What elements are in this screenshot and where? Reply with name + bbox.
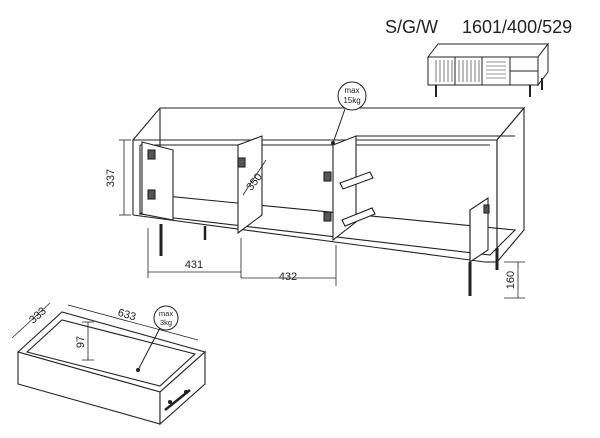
cabinet-load-label-2: 15kg: [343, 96, 360, 105]
cabinet-drawing: [131, 106, 526, 296]
cabinet-width-left-dim: 431: [185, 259, 203, 271]
drawer-dimension-lines: [11, 302, 199, 361]
cabinet-dimension-lines: [119, 139, 525, 299]
drawer-load-callout: max 3kg: [136, 305, 179, 372]
drawer-load-label-1: max: [159, 309, 173, 318]
cabinet-width-right-dim: 432: [279, 271, 297, 283]
thumbnail-cabinet: [426, 42, 550, 97]
drawer-depth-dim: 333: [27, 305, 49, 326]
drawer-load-label-2: 3kg: [160, 318, 172, 327]
drawer-drawing: [16, 311, 207, 426]
product-dimensions: 1601/400/529: [462, 17, 572, 37]
drawer-width-dim: 633: [116, 307, 137, 324]
leg-height-dim: 160: [505, 271, 517, 289]
cabinet-height-dim: 337: [105, 169, 117, 187]
cabinet-load-label-1: max: [344, 86, 359, 95]
cabinet-load-callout: max 15kg: [331, 81, 367, 145]
color-codes: S/G/W: [385, 17, 438, 37]
drawer-height-dim: 97: [75, 336, 87, 348]
